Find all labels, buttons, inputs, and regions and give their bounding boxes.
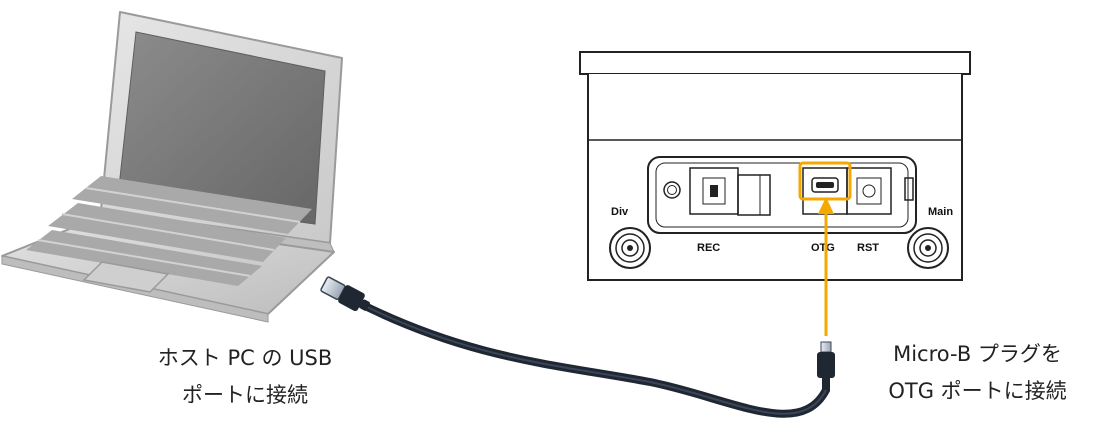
otg-highlight-box (798, 161, 852, 201)
port-panel (647, 156, 917, 234)
host-caption: ホスト PC の USB ポートに接続 (110, 340, 380, 414)
antenna-main-connector (907, 227, 949, 269)
label-rec: REC (697, 242, 720, 254)
slot-cover (737, 174, 771, 216)
antenna-div-connector (609, 227, 651, 269)
device-body (587, 74, 963, 281)
usb-cable (320, 276, 835, 418)
label-main: Main (928, 206, 953, 218)
label-rst: RST (857, 242, 879, 254)
device-caption: Micro-B プラグを OTG ポートに接続 (860, 336, 1095, 410)
screw-hole (663, 181, 681, 199)
laptop-icon (1, 11, 343, 323)
device-caption-line1: Micro-B プラグを (893, 342, 1062, 366)
usb-a-plug-icon (320, 276, 370, 312)
cable-wire (349, 296, 830, 418)
arrow-up-icon (818, 197, 834, 336)
label-otg: OTG (811, 242, 835, 254)
device-illustration (579, 51, 971, 281)
device-lid (579, 51, 971, 75)
host-caption-line2: ポートに接続 (182, 383, 308, 407)
rst-button (846, 167, 892, 215)
host-caption-line1: ホスト PC の USB (157, 346, 333, 370)
laptop-screen (117, 31, 326, 225)
label-div: Div (611, 206, 629, 218)
device-caption-line2: OTG ポートに接続 (888, 379, 1067, 403)
micro-b-plug-icon (817, 341, 835, 378)
touchpad (82, 261, 170, 293)
